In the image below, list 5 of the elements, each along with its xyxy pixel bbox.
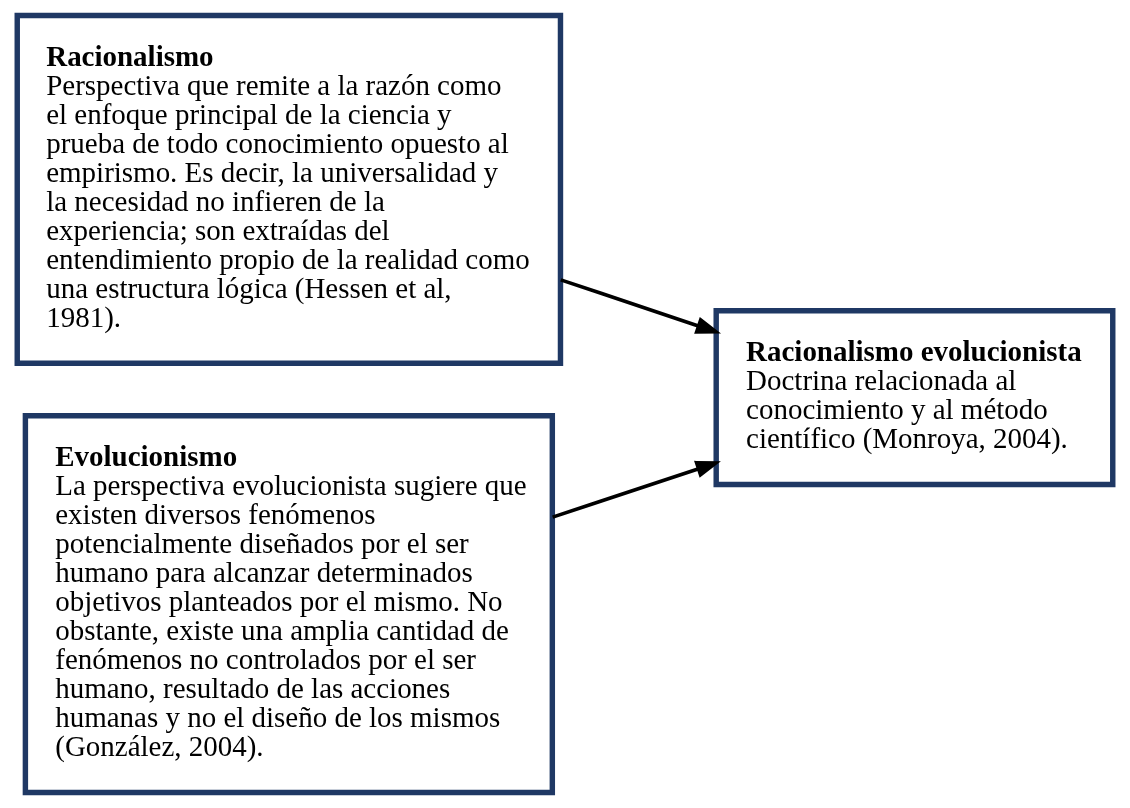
- arrow: [552, 460, 721, 519]
- node-box: Racionalismo Perspectiva que remite a la razón como el enfoque principal de la ciencia y prueba de todo conocimiento opuesto al empirismo. Es decir, la universalidad y la necesidad no infieren de la experiencia; son extraídas del entendimiento propio de la realidad como una estructura lógica (Hessen et al, 1981).: [14, 12, 564, 366]
- arrow: [560, 278, 722, 334]
- node-box: Evolucionismo La perspectiva evolucionista sugiere que existen diversos fenómenos potencialmente diseñados por el ser humano para alcanzar determinados objetivos planteados por el mismo. No obstante, existe una amplia cantidad de fenómenos no controlados por el ser humano, resultado de las acciones humanas y no el diseño de los mismos (González, 2004).: [22, 413, 556, 796]
- node-box: Racionalismo evolucionista Doctrina relacionada al conocimiento y al método científico (Monroya, 2004).: [713, 308, 1116, 488]
